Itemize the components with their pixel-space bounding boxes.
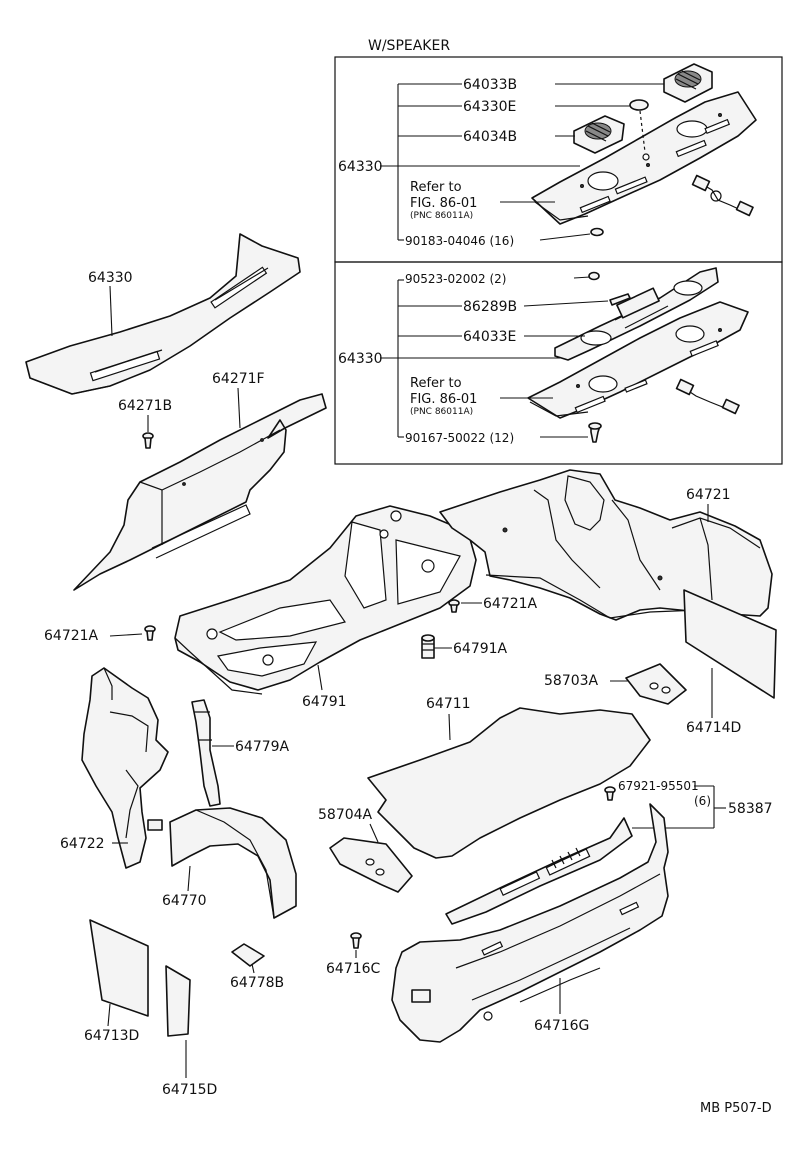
rear-trim-64716G [391, 803, 669, 1043]
screw-64716C [350, 932, 362, 949]
leader-64721A-left [109, 633, 143, 637]
leader-64271F [237, 387, 241, 429]
label-64330E: 64330E [463, 99, 516, 115]
speaker-wiring-connector-2 [675, 378, 740, 415]
label-64330-tray: 64330 [88, 270, 133, 286]
leader-64791 [317, 664, 323, 691]
speaker-grille-lower [573, 115, 625, 154]
label-64330-speaker: 64330 [338, 159, 383, 175]
label-67921-95501: 67921-95501 [618, 779, 699, 793]
label-64271B: 64271B [118, 398, 172, 414]
leader-58704A [369, 823, 379, 843]
standard-variant-box [334, 261, 783, 465]
speaker-variant-box [334, 56, 783, 263]
refer-to-standard-3: (PNC 86011A) [410, 407, 473, 417]
standard-box-leaders [380, 276, 609, 438]
package-tray-trim-standard [527, 301, 749, 419]
refer-to-standard-1: Refer to [410, 376, 462, 391]
label-64714D: 64714D [686, 720, 741, 736]
label-58704A: 58704A [318, 807, 373, 823]
pad-58704A [329, 837, 413, 893]
wheel-house-cover-64770 [169, 807, 297, 919]
clip-64271B [142, 432, 154, 449]
strap-64779A [191, 699, 221, 807]
label-64034B: 64034B [463, 129, 517, 145]
clip-67921 [604, 786, 616, 801]
side-trim-64721 [439, 469, 773, 621]
label-64715D: 64715D [162, 1082, 217, 1098]
refer-to-speaker-3: (PNC 86011A) [410, 211, 473, 221]
label-64033B: 64033B [463, 77, 517, 93]
side-trim-64271F [73, 393, 327, 591]
label-64791: 64791 [302, 694, 347, 710]
label-64271F: 64271F [212, 371, 265, 387]
bracket-86289B [609, 293, 631, 306]
label-64716G: 64716G [534, 1018, 589, 1034]
label-64722: 64722 [60, 836, 105, 852]
clip-64721A-center [448, 599, 460, 613]
leader-64770 [187, 865, 191, 892]
scuff-plate-58387 [445, 817, 633, 925]
label-64770: 64770 [162, 893, 207, 909]
label-58703A: 58703A [544, 673, 599, 689]
clip-90523 [588, 271, 600, 281]
panel-64715D [165, 965, 191, 1037]
clip-64721A-left [144, 625, 156, 641]
label-64721: 64721 [686, 487, 731, 503]
speaker-cover-panel [554, 267, 719, 361]
speaker-cap [629, 99, 650, 161]
refer-to-standard-2: FIG. 86-01 [410, 392, 477, 407]
label-64791A: 64791A [453, 641, 508, 657]
label-90523-02002: 90523-02002 (2) [405, 272, 507, 286]
label-64711: 64711 [426, 696, 471, 712]
speaker-box-leaders [380, 83, 664, 241]
refer-to-speaker-2: FIG. 86-01 [410, 196, 477, 211]
variant-title: W/SPEAKER [368, 38, 450, 54]
label-90183-04046: 90183-04046 (16) [405, 234, 514, 248]
leader-64330-tray [109, 285, 113, 337]
screw-90167 [588, 422, 602, 443]
label-64716C: 64716C [326, 961, 381, 977]
panel-64713D [89, 919, 149, 1017]
refer-to-speaker-1: Refer to [410, 180, 462, 195]
label-67921-qty: (6) [694, 794, 711, 808]
label-64330-standard: 64330 [338, 351, 383, 367]
package-tray-64330 [25, 233, 301, 395]
bumper-64791A [421, 634, 435, 659]
clip-90183 [590, 227, 604, 237]
pad-64778B [231, 943, 265, 967]
speaker-grille-upper [663, 63, 713, 103]
speaker-wiring-connector [691, 174, 754, 217]
diagram-code: MB P507-D [700, 1101, 772, 1116]
trunk-floor-board-64791 [174, 505, 477, 695]
trunk-mat-64711 [367, 707, 651, 859]
label-64778B: 64778B [230, 975, 284, 991]
label-86289B: 86289B [463, 299, 517, 315]
label-58387: 58387 [728, 801, 773, 817]
leader-64778B [251, 963, 255, 974]
panel-64714D [683, 589, 777, 699]
leader-64713D [107, 1003, 111, 1027]
pad-58703A [625, 663, 687, 705]
label-64033E: 64033E [463, 329, 516, 345]
label-64721A-left: 64721A [44, 628, 99, 644]
label-64721A-center: 64721A [483, 596, 538, 612]
label-64779A: 64779A [235, 739, 290, 755]
label-64713D: 64713D [84, 1028, 139, 1044]
leader-64711 [448, 713, 451, 741]
wheel-house-trim-64722 [81, 667, 169, 869]
label-90167-50022: 90167-50022 (12) [405, 431, 514, 445]
